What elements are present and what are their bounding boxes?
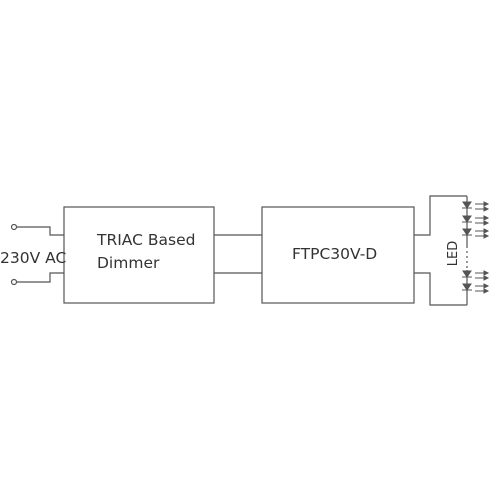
led-diode-5 [462,283,472,291]
input-terminal-top [10,223,18,231]
dimmer-label-line1: TRIAC Based [97,231,196,249]
input-wire-top [17,226,64,236]
driver-label: FTPC30V-D [292,245,378,263]
led-diode-2 [462,215,472,223]
light-arrows-2 [475,215,490,226]
dimmer-label-line2: Dimmer [97,254,160,272]
dimmer-block [63,206,215,304]
input-voltage-label: 230V AC [0,249,67,267]
input-terminal-bottom [10,278,18,286]
driver-block [261,206,415,304]
led-diode-4 [462,270,472,278]
led-diode-3 [462,228,472,236]
light-arrows-1 [475,201,490,212]
light-arrows-4 [475,270,490,281]
driver-led-wire-bottom [414,272,467,306]
light-arrows-3 [475,228,490,239]
driver-led-wire-top [414,195,467,236]
led-label: LED [446,240,462,267]
light-arrows-5 [475,283,490,294]
input-wire-bottom [17,272,64,283]
led-diode-1 [462,201,472,209]
